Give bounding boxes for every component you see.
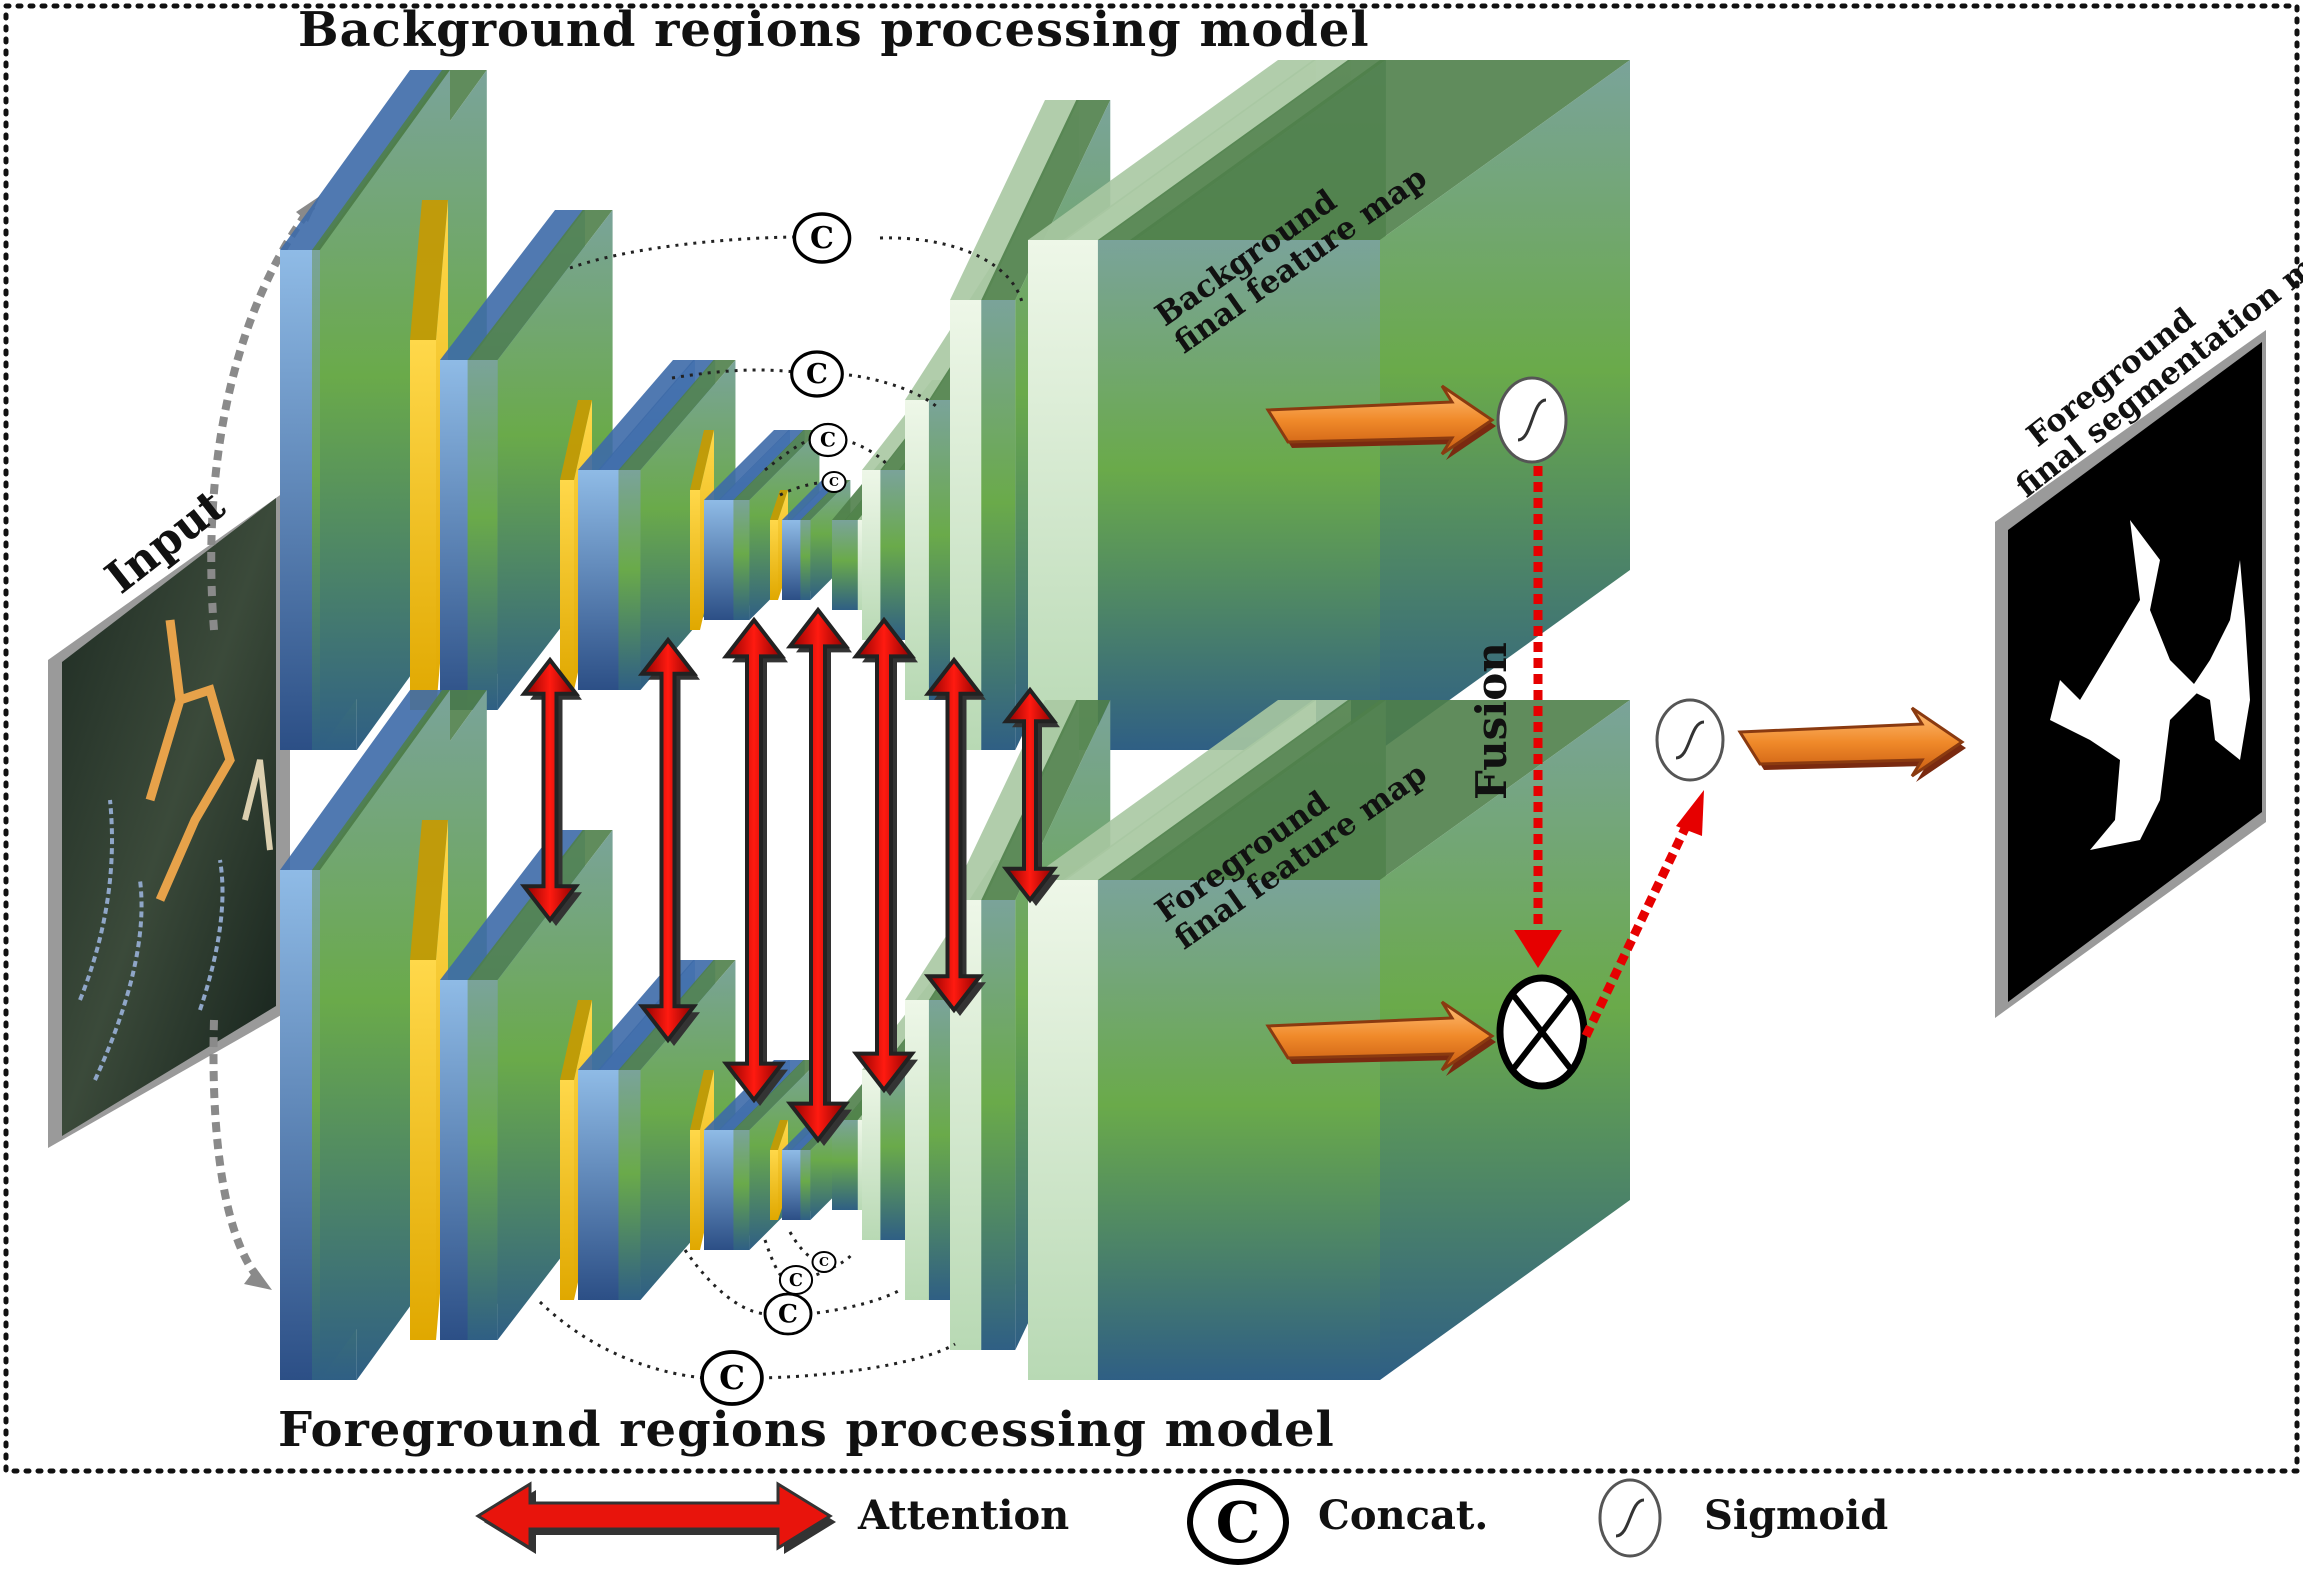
legend: C [475, 1478, 1662, 1565]
bottom-concat-4: C [811, 1251, 837, 1273]
network-layers [280, 60, 1630, 1380]
top-concat-1: C [792, 212, 852, 264]
output-segmentation-map [1995, 330, 2266, 1018]
sigmoid-to-output-arrow [1737, 706, 1966, 782]
top-concat-3-symbol: C [820, 428, 836, 452]
legend-concat-icon: C [1187, 1479, 1289, 1565]
top-concat-3: C [808, 422, 848, 458]
bottom-concat-2: C [763, 1292, 813, 1336]
attention-arrow-2 [637, 636, 700, 1046]
diagram-frame [3, 3, 2300, 1474]
fusion-arrowhead [1514, 930, 1562, 968]
input-image [48, 488, 290, 1148]
bottom-concat-1: C [700, 1350, 764, 1406]
top-concat-4-symbol: C [829, 474, 839, 489]
attention-arrows [519, 606, 1060, 1146]
legend-attention-label: Attention [858, 1492, 1070, 1539]
attention-arrow-6 [923, 656, 986, 1016]
input-to-fg-arrowhead [244, 1268, 272, 1290]
foreground-model-title: Foreground regions processing model [278, 1402, 1335, 1458]
legend-sigmoid-label: Sigmoid [1704, 1492, 1889, 1539]
bottom-concat-3-symbol: C [789, 1271, 803, 1291]
top-concat-1-symbol: C [810, 221, 834, 256]
bottom-concat-1-symbol: C [719, 1358, 745, 1397]
input-to-bg-arrowhead [296, 196, 320, 222]
input-to-fg-arrow [209, 1019, 265, 1285]
multiply-to-sigmoid-arrowhead [1676, 790, 1704, 836]
attention-arrow-1 [519, 656, 582, 926]
bottom-concat-3: C [778, 1265, 814, 1295]
final-sigmoid-node [1655, 698, 1725, 782]
attention-arrow-7 [1001, 686, 1060, 906]
background-model-title: Background regions processing model [298, 2, 1370, 58]
legend-concat-label: Concat. [1318, 1492, 1489, 1539]
attention-arrow-5 [851, 616, 918, 1096]
bg-to-sigmoid-arrow [1265, 384, 1496, 460]
attention-arrow-4 [785, 606, 852, 1146]
fg-pool-1 [410, 820, 448, 1340]
orange-arrows [1265, 384, 1966, 1076]
bottom-concat-2-symbol: C [778, 1299, 798, 1328]
attention-arrow-3 [721, 616, 788, 1106]
fg-to-multiply-arrow [1265, 1000, 1496, 1076]
top-concat-2-symbol: C [806, 358, 828, 390]
multiply-node [1496, 974, 1588, 1090]
top-concat-4: C [821, 471, 847, 493]
multiply-to-sigmoid-arrow [1581, 816, 1695, 1038]
top-concat-2: C [790, 350, 844, 398]
bg-sigmoid-node [1496, 376, 1568, 464]
legend-attention-icon [475, 1481, 836, 1554]
bottom-concat-4-symbol: C [819, 1254, 829, 1269]
fusion-label: Fusion [1467, 642, 1516, 800]
legend-concat-symbol: C [1216, 1490, 1261, 1556]
legend-sigmoid-icon [1598, 1478, 1662, 1558]
